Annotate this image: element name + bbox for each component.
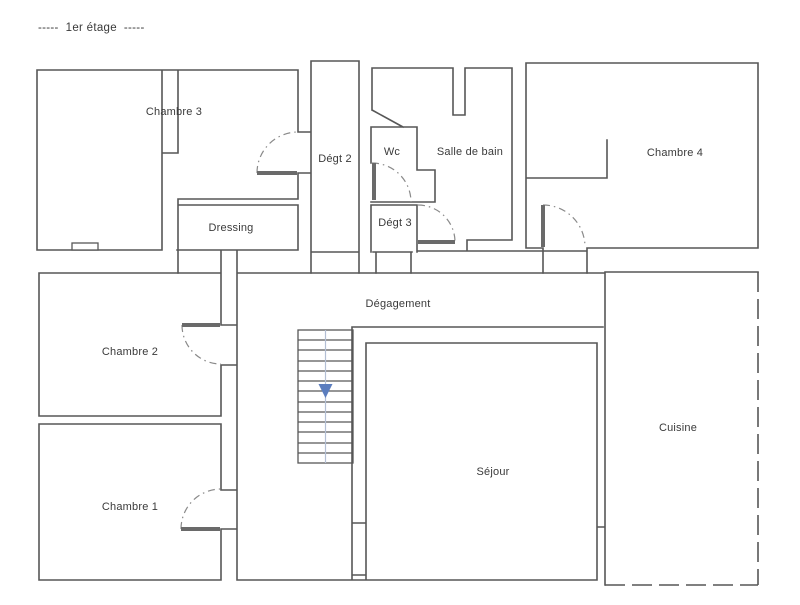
room-label-chambre2: Chambre 2: [101, 346, 159, 358]
room-label-sejour: Séjour: [476, 466, 510, 478]
room-label-degt2: Dégt 2: [318, 153, 352, 165]
stairs-down-arrow-icon: [318, 384, 333, 398]
room-label-salle-de-bain: Salle de bain: [436, 146, 504, 158]
staircase: [297, 329, 354, 464]
room-label-cuisine: Cuisine: [658, 422, 698, 434]
walls-cuisine-dashed: [605, 272, 759, 586]
room-label-dressing: Dressing: [208, 222, 254, 234]
window-symbol: [71, 242, 99, 251]
floor-title: ----- 1er étage -----: [38, 22, 145, 34]
room-label-wc: Wc: [383, 146, 401, 158]
walls-bottom-block: [38, 250, 759, 586]
room-label-chambre3: Chambre 3: [145, 106, 203, 118]
room-label-chambre4: Chambre 4: [646, 147, 704, 159]
room-label-degt3: Dégt 3: [378, 217, 412, 229]
walls-top-block: [36, 60, 759, 274]
room-label-chambre1: Chambre 1: [101, 501, 159, 513]
room-label-degagement: Dégagement: [365, 298, 431, 310]
door-swing-arcs: [180, 131, 586, 530]
door-leaves: [181, 163, 545, 531]
